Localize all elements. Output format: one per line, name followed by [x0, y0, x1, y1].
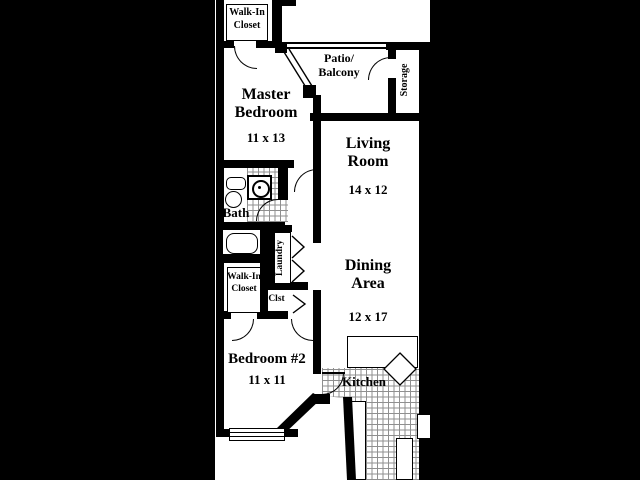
master-bedroom-south-wall [216, 160, 294, 168]
kitchen-entry-wall [343, 397, 356, 480]
closet-top-right-wall [272, 0, 282, 48]
bedroom2-south-wall [216, 429, 232, 437]
chamfer-wall [276, 393, 322, 435]
bath-basin-icon [247, 175, 272, 200]
laundry-top-wall [268, 225, 292, 232]
sliding-door-line [288, 48, 313, 87]
kitchen-wall-appliance-icon [417, 414, 431, 439]
closet-top-bottom-wall [256, 41, 282, 48]
tub-laundry-wall [262, 229, 272, 263]
room-label-bath: Bath [222, 205, 250, 220]
outer-wall-left [216, 0, 224, 437]
patio-bottom-wall [310, 113, 430, 121]
laundry-bifold-door-icon [291, 259, 306, 283]
closet-lower-inner-box [227, 267, 261, 313]
kitchen-island-diamond [383, 352, 417, 386]
room-label-patio-balcony: Patio/Balcony [318, 51, 360, 79]
sliding-door-line [283, 51, 308, 90]
patio-railing [282, 42, 388, 44]
storage-left-wall [388, 42, 396, 59]
bedroom2-window-icon [229, 428, 285, 441]
room-dims-master-bedroom: 11 x 13 [246, 130, 286, 145]
outer-wall-top [272, 0, 296, 6]
entry-corner-wall [313, 394, 330, 404]
closet-lower-right-wall [260, 263, 268, 319]
under-tub-wall [216, 256, 268, 263]
bathtub-icon [221, 228, 262, 256]
outer-wall-right [419, 42, 430, 480]
storage-left-wall [388, 78, 396, 121]
room-dims-dining-area: 12 x 17 [348, 309, 388, 324]
hall-living-wall [313, 95, 321, 243]
bedroom2-north-wall [216, 311, 231, 319]
room-label-closet: Clst [268, 294, 285, 304]
laundry-inner-box [274, 232, 291, 284]
laundry-bottom-wall [264, 282, 308, 290]
room-label-laundry: Laundry [275, 240, 285, 276]
room-dims-bedroom-2: 11 x 11 [248, 372, 286, 387]
room-dims-living-room: 14 x 12 [348, 182, 388, 197]
closet-lower-left-wall [216, 263, 224, 319]
bath-sink-icon [226, 177, 246, 190]
closet-bifold-door-icon [292, 294, 307, 314]
bedroom2-south-wall [282, 429, 298, 437]
hall-dining-wall [313, 290, 321, 374]
room-label-storage: Storage [399, 63, 410, 97]
bedroom2-north-wall [257, 311, 288, 319]
laundry-bifold-door-icon [291, 235, 306, 259]
storage-top-wall [386, 42, 430, 50]
closet-top-bottom-wall [216, 41, 234, 48]
room-label-kitchen: Kitchen [341, 374, 387, 389]
bath-tub-wall [216, 222, 285, 229]
closet-top-inner-box [226, 4, 268, 41]
patio-railing [282, 47, 388, 49]
room-label-bedroom-2: Bedroom #2 [228, 351, 306, 367]
toilet-icon [225, 191, 242, 208]
laundry-left-wall [268, 225, 274, 290]
bath-east-wall [278, 168, 288, 200]
